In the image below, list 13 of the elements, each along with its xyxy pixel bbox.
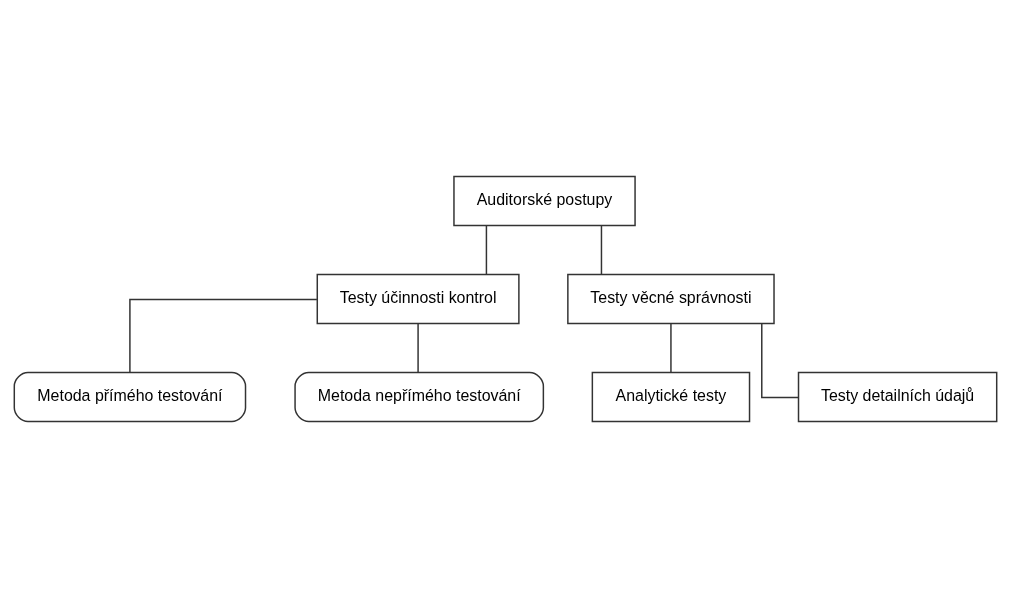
node-box: Testy věcné správnosti <box>566 273 775 324</box>
node-box: Testy účinnosti kontrol <box>316 273 520 324</box>
connector <box>760 322 799 398</box>
node-box: Metoda přímého testování <box>13 371 246 422</box>
node-box: Testy detailních údajů <box>797 371 997 422</box>
node-box: Auditorské postupy <box>452 175 636 226</box>
connector <box>416 322 419 373</box>
node-box: Analytické testy <box>591 371 750 422</box>
connector <box>128 298 318 373</box>
connector <box>600 224 602 275</box>
connector <box>485 224 487 275</box>
node-box: Metoda nepřímého testování <box>293 371 544 422</box>
connector <box>669 322 672 373</box>
